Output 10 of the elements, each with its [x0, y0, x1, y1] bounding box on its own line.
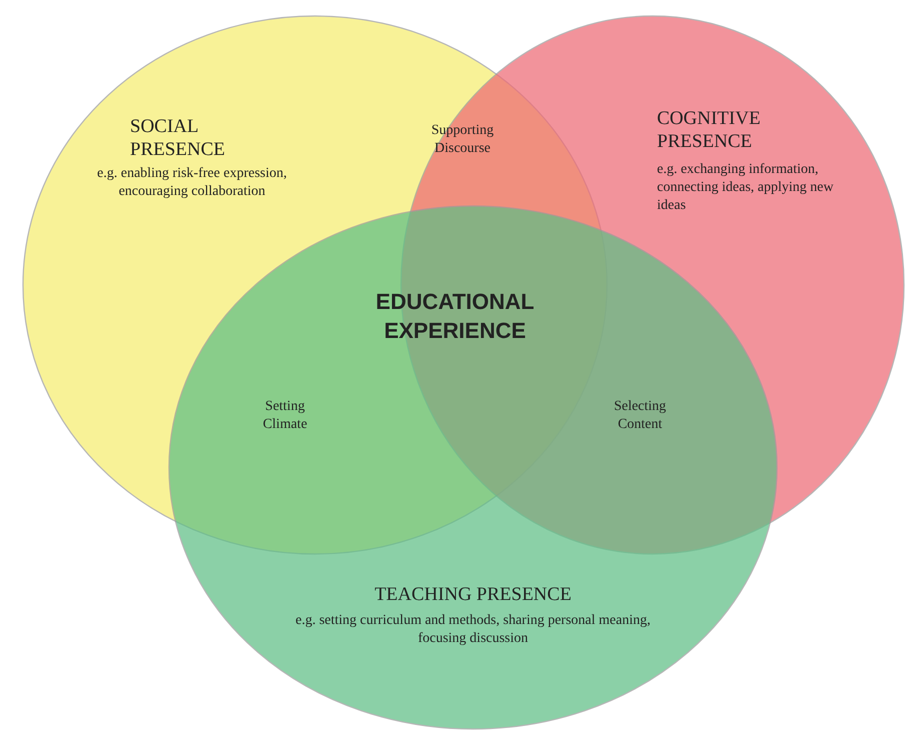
presence-heading: TEACHING PRESENCE	[374, 583, 572, 606]
example-text: e.g. setting curriculum and methods, sharing personal meaning, focusing discussion	[294, 612, 652, 648]
center-title: EDUCATIONAL EXPERIENCE	[374, 288, 536, 345]
example-text: e.g. enabling risk-free expression, encouraging collaboration	[96, 165, 288, 201]
example-text: e.g. exchanging information, connecting ideas, applying new ideas	[657, 161, 835, 215]
overlap-label: Selecting Content	[612, 398, 668, 434]
presence-heading: SOCIAL PRESENCE	[130, 115, 226, 161]
overlap-label: Setting Climate	[262, 398, 308, 434]
presence-heading: COGNITIVE PRESENCE	[657, 107, 762, 153]
overlap-label: Supporting Discourse	[430, 122, 495, 158]
